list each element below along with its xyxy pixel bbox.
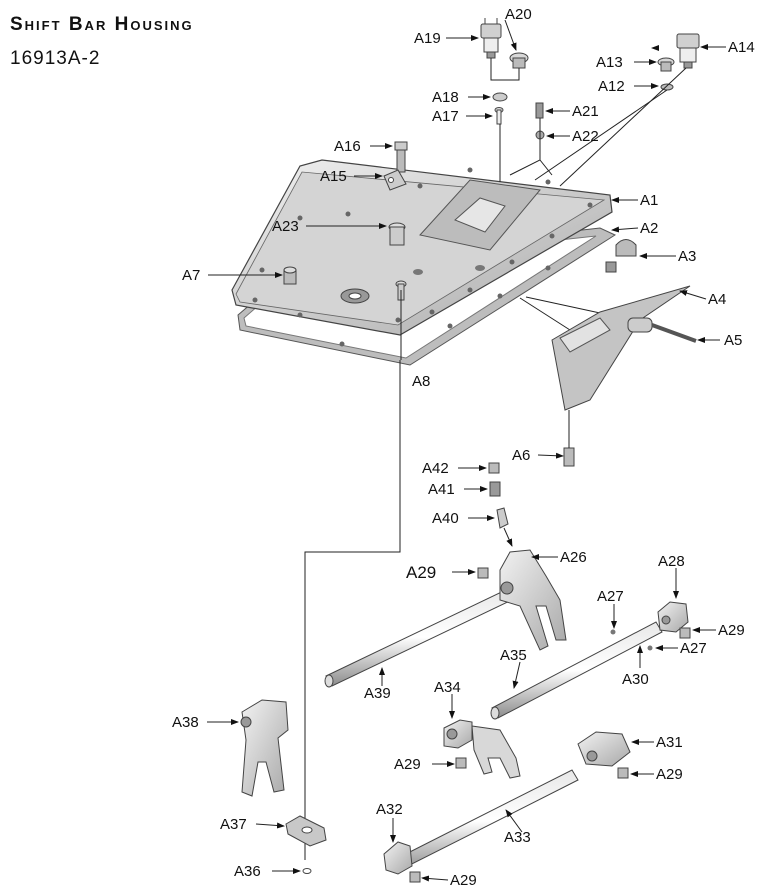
- bolt-a29b: [679, 627, 691, 639]
- pin-a27a: [610, 629, 616, 635]
- plate-bolt-holes: [252, 167, 593, 347]
- label-a3: A3: [678, 248, 696, 265]
- label-a32: A32: [376, 801, 403, 818]
- fork-a38: [240, 699, 289, 797]
- plug-a20: [509, 52, 529, 69]
- washer-a18: [492, 92, 508, 102]
- label-a19: A19: [414, 30, 441, 47]
- nut-a42: [488, 462, 500, 474]
- label-a31: A31: [656, 734, 683, 751]
- block-a32: [383, 841, 413, 875]
- label-a33: A33: [504, 829, 531, 846]
- bracket-a37: [285, 815, 327, 847]
- rod-a33: [389, 769, 579, 873]
- label-a16: A16: [334, 138, 361, 155]
- bolt-a16: [394, 141, 408, 173]
- rod-a39: [324, 587, 517, 688]
- bolt-a17: [494, 107, 504, 125]
- plug-a7: [283, 266, 297, 285]
- label-a30: A30: [622, 671, 649, 688]
- label-a38: A38: [172, 714, 199, 731]
- rod-a5: [627, 317, 697, 343]
- label-a8: A8: [412, 373, 430, 390]
- fork-a34: [443, 719, 521, 779]
- leader-lines-top: [304, 58, 687, 860]
- bolt-a29e: [409, 871, 421, 883]
- label-a5: A5: [724, 332, 742, 349]
- label-a23: A23: [272, 218, 299, 235]
- label-a29-2: A29: [718, 622, 745, 639]
- label-a42: A42: [422, 460, 449, 477]
- bracket-a15: [383, 169, 407, 191]
- label-a29-5: A29: [450, 872, 477, 888]
- block-a31: [577, 731, 631, 767]
- spring-a21: [535, 102, 544, 119]
- rod-a35: [490, 621, 663, 720]
- plug-a13: [657, 57, 675, 72]
- callouts: [207, 19, 726, 882]
- label-a6: A6: [512, 447, 530, 464]
- label-a39: A39: [364, 685, 391, 702]
- label-a36: A36: [234, 863, 261, 880]
- cover-plate: [231, 159, 613, 336]
- label-a20: A20: [505, 6, 532, 23]
- bolt-a29c: [455, 757, 467, 769]
- plunger-a40: [496, 507, 509, 529]
- label-a15: A15: [320, 168, 347, 185]
- pin-a23: [388, 222, 406, 246]
- pin-a27b: [647, 645, 653, 651]
- label-a29-3: A29: [394, 756, 421, 773]
- bolt-a29d: [617, 767, 629, 779]
- label-a40: A40: [432, 510, 459, 527]
- label-a21: A21: [572, 103, 599, 120]
- label-a35: A35: [500, 647, 527, 664]
- block-a28: [657, 601, 689, 633]
- spring-a41: [489, 481, 501, 497]
- switch-a14: [676, 33, 700, 69]
- bolt-a29a: [477, 567, 489, 579]
- label-a37: A37: [220, 816, 247, 833]
- label-a29-4: A29: [656, 766, 683, 783]
- switch-a19: [480, 18, 502, 59]
- label-a18: A18: [432, 89, 459, 106]
- label-a17: A17: [432, 108, 459, 125]
- label-a41: A41: [428, 481, 455, 498]
- label-a22: A22: [572, 128, 599, 145]
- label-a27-2: A27: [680, 640, 707, 657]
- label-a14: A14: [728, 39, 755, 56]
- label-a28: A28: [658, 553, 685, 570]
- label-a26: A26: [560, 549, 587, 566]
- clip-a36: [302, 868, 312, 874]
- label-a4: A4: [708, 291, 726, 308]
- label-texts: A20 A19 A13 A12 A14 A18 A17 A21 A22 A16 …: [172, 6, 755, 888]
- label-a34: A34: [434, 679, 461, 696]
- label-a1: A1: [640, 192, 658, 209]
- label-a29-1: A29: [406, 563, 436, 582]
- label-a13: A13: [596, 54, 623, 71]
- diagram-title: Shift Bar Housing: [10, 14, 194, 35]
- breather-a3: [605, 239, 637, 273]
- diagram-code: 16913A-2: [10, 48, 101, 69]
- leader-a40: [503, 527, 513, 547]
- label-a2: A2: [640, 220, 658, 237]
- bracket-a4: [551, 285, 691, 411]
- label-a27-1: A27: [597, 588, 624, 605]
- bolt-a6: [563, 410, 575, 467]
- label-a7: A7: [182, 267, 200, 284]
- label-a12: A12: [598, 78, 625, 95]
- fork-a26: [499, 549, 567, 651]
